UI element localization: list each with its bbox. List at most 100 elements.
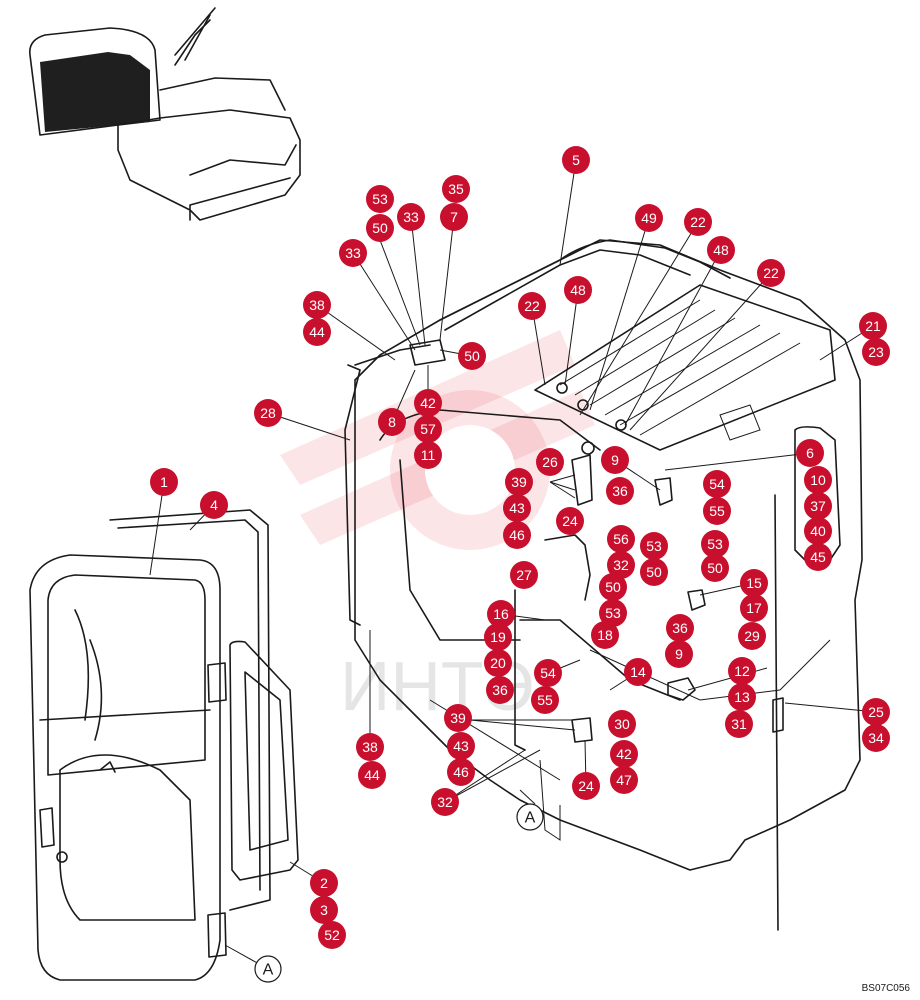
overview-thumbnail <box>28 7 301 221</box>
part-callout[interactable]: 32 <box>607 551 635 579</box>
svg-text:54: 54 <box>709 476 725 492</box>
part-callout[interactable]: 42 <box>414 389 442 417</box>
part-callout[interactable]: 43 <box>447 732 475 760</box>
part-callout[interactable]: 46 <box>447 758 475 786</box>
svg-text:28: 28 <box>260 405 276 421</box>
part-callout[interactable]: 55 <box>531 686 559 714</box>
part-callout[interactable]: 55 <box>703 497 731 525</box>
part-callout[interactable]: 46 <box>503 521 531 549</box>
part-callout[interactable]: 56 <box>607 525 635 553</box>
part-callout[interactable]: 39 <box>505 468 533 496</box>
part-callout[interactable]: 50 <box>458 342 486 370</box>
part-callout[interactable]: 16 <box>487 600 515 628</box>
part-callout[interactable]: 22 <box>757 259 785 287</box>
part-callout[interactable]: 19 <box>484 623 512 651</box>
part-callout[interactable]: 50 <box>366 214 394 242</box>
part-callout[interactable]: 33 <box>397 203 425 231</box>
part-callout[interactable]: 13 <box>728 683 756 711</box>
part-callout[interactable]: 54 <box>703 470 731 498</box>
part-callout[interactable]: 44 <box>358 761 386 789</box>
part-callout[interactable]: 24 <box>556 507 584 535</box>
part-callout[interactable]: 21 <box>859 312 887 340</box>
door-assembly <box>29 509 299 981</box>
part-callout[interactable]: 24 <box>572 772 600 800</box>
part-callout[interactable]: 36 <box>666 614 694 642</box>
part-callout[interactable]: 14 <box>624 658 652 686</box>
part-callout[interactable]: 28 <box>254 399 282 427</box>
part-callout[interactable]: 5 <box>562 146 590 174</box>
part-callout[interactable]: 6 <box>796 439 824 467</box>
svg-text:38: 38 <box>309 297 325 313</box>
part-callout[interactable]: 7 <box>440 203 468 231</box>
part-callout[interactable]: 45 <box>804 543 832 571</box>
part-callout[interactable]: 36 <box>486 676 514 704</box>
svg-text:22: 22 <box>763 265 779 281</box>
part-callout[interactable]: 34 <box>862 724 890 752</box>
part-callout[interactable]: 49 <box>635 204 663 232</box>
part-callout[interactable]: 54 <box>534 659 562 687</box>
part-callout[interactable]: 53 <box>640 532 668 560</box>
svg-text:17: 17 <box>746 600 762 616</box>
part-callout[interactable]: 42 <box>610 740 638 768</box>
part-callout[interactable]: 11 <box>414 441 442 469</box>
svg-text:31: 31 <box>731 716 747 732</box>
part-callout[interactable]: 35 <box>442 175 470 203</box>
part-callout[interactable]: 22 <box>684 208 712 236</box>
part-callout[interactable]: 29 <box>738 622 766 650</box>
part-callout[interactable]: 36 <box>606 477 634 505</box>
svg-text:27: 27 <box>516 567 532 583</box>
part-callout[interactable]: 57 <box>414 415 442 443</box>
svg-text:25: 25 <box>868 704 884 720</box>
part-callout[interactable]: 47 <box>610 766 638 794</box>
part-callout[interactable]: 10 <box>804 466 832 494</box>
part-callout[interactable]: 39 <box>444 704 472 732</box>
svg-text:8: 8 <box>388 414 396 430</box>
svg-text:35: 35 <box>448 181 464 197</box>
part-callout[interactable]: 50 <box>640 558 668 586</box>
part-callout[interactable]: 53 <box>701 530 729 558</box>
part-callout[interactable]: 3 <box>310 896 338 924</box>
part-callout[interactable]: 37 <box>804 492 832 520</box>
part-callout[interactable]: 1 <box>150 468 178 496</box>
part-callout[interactable]: 18 <box>591 621 619 649</box>
part-callout[interactable]: 2 <box>310 869 338 897</box>
part-callout[interactable]: 8 <box>378 408 406 436</box>
part-callout[interactable]: 48 <box>564 276 592 304</box>
part-callout[interactable]: 25 <box>862 698 890 726</box>
view-label-a-lower: A <box>254 955 282 983</box>
part-callout[interactable]: 53 <box>366 185 394 213</box>
part-callout[interactable]: 53 <box>599 599 627 627</box>
svg-text:53: 53 <box>646 538 662 554</box>
part-callout[interactable]: 31 <box>725 710 753 738</box>
svg-text:33: 33 <box>345 245 361 261</box>
svg-text:38: 38 <box>362 739 378 755</box>
svg-text:53: 53 <box>605 605 621 621</box>
part-callout[interactable]: 27 <box>510 561 538 589</box>
part-callout[interactable]: 50 <box>701 554 729 582</box>
part-callout[interactable]: 40 <box>804 517 832 545</box>
part-callout[interactable]: 33 <box>339 239 367 267</box>
part-callout[interactable]: 23 <box>862 338 890 366</box>
part-callout[interactable]: 43 <box>503 494 531 522</box>
part-callout[interactable]: 30 <box>608 710 636 738</box>
svg-text:32: 32 <box>437 794 453 810</box>
part-callout[interactable]: 4 <box>200 491 228 519</box>
part-callout[interactable]: 52 <box>318 921 346 949</box>
part-callout[interactable]: 26 <box>536 448 564 476</box>
part-callout[interactable]: 9 <box>601 446 629 474</box>
part-callout[interactable]: 48 <box>707 236 735 264</box>
part-callout[interactable]: 38 <box>356 733 384 761</box>
svg-text:52: 52 <box>324 927 340 943</box>
part-callout[interactable]: 12 <box>728 657 756 685</box>
part-callout[interactable]: 20 <box>484 649 512 677</box>
part-callout[interactable]: 9 <box>665 640 693 668</box>
part-callout[interactable]: 17 <box>740 594 768 622</box>
part-callout[interactable]: 44 <box>303 318 331 346</box>
part-callout[interactable]: 32 <box>431 788 459 816</box>
part-callout[interactable]: 38 <box>303 291 331 319</box>
part-callout[interactable]: 22 <box>518 292 546 320</box>
svg-text:22: 22 <box>690 214 706 230</box>
part-callout[interactable]: 50 <box>599 573 627 601</box>
part-callout[interactable]: 15 <box>740 569 768 597</box>
